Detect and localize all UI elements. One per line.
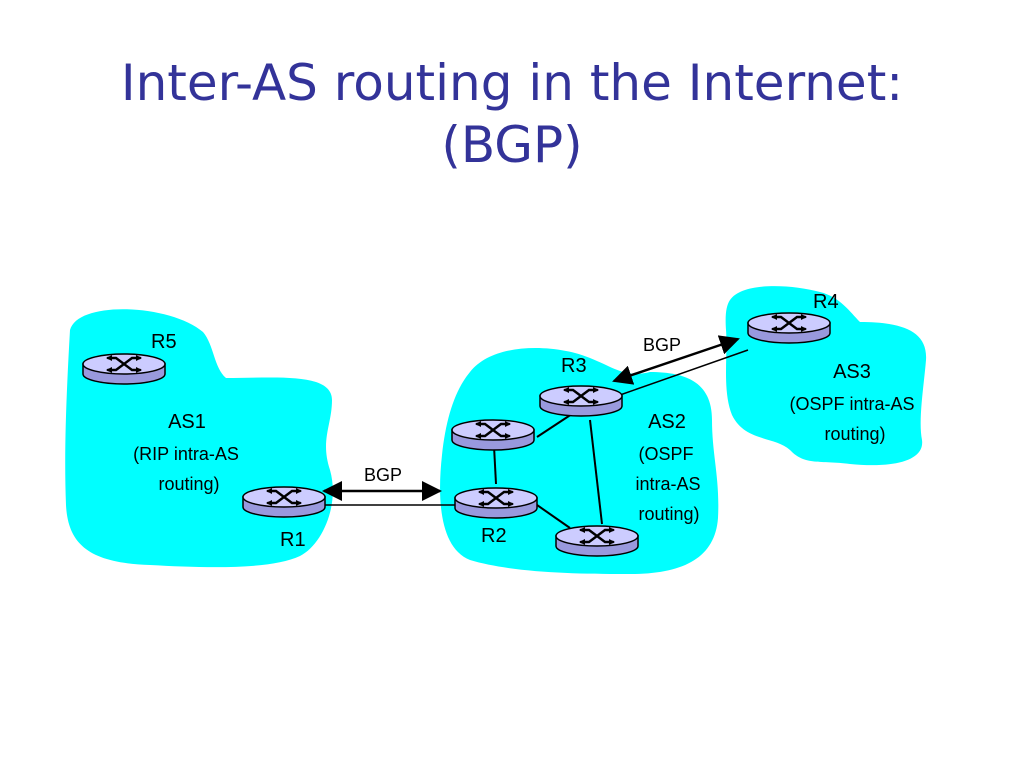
router-label-r5: R5 [151, 331, 177, 353]
as3-name: AS3 [833, 361, 871, 383]
title-line-2: (BGP) [441, 116, 583, 174]
router-label-r2: R2 [481, 525, 507, 547]
router-r4-icon [746, 311, 832, 345]
as2-protocol-line-1: (OSPF [638, 444, 693, 464]
bgp-label-r3-r4: BGP [643, 335, 681, 355]
bgp-link-r3-r4 [612, 335, 740, 385]
link-r2-as2bottom [536, 504, 571, 529]
router-r1-icon [241, 485, 327, 519]
as1-protocol-line-1: (RIP intra-AS [133, 444, 239, 464]
router-r3-icon [538, 384, 624, 418]
router-as2-bottom-icon [554, 524, 640, 558]
router-r5-icon [81, 352, 167, 386]
router-r2-icon [453, 486, 539, 520]
router-label-r1: R1 [280, 529, 306, 551]
slide-title: Inter-AS routing in the Internet: (BGP) [0, 52, 1024, 176]
as3-protocol-line-2: routing) [824, 424, 885, 444]
router-label-r3: R3 [561, 355, 587, 377]
title-line-1: Inter-AS routing in the Internet: [120, 54, 904, 112]
as2-protocol-line-2: intra-AS [635, 474, 700, 494]
bgp-link-r3-r4-lower [619, 349, 749, 396]
as3-protocol-line-1: (OSPF intra-AS [789, 394, 914, 414]
link-r3-as2bottom [589, 419, 603, 525]
router-label-r4: R4 [813, 291, 839, 313]
router-as2-left-icon [450, 418, 536, 452]
as1-protocol-line-2: routing) [158, 474, 219, 494]
as1-name: AS1 [168, 411, 206, 433]
as2-name: AS2 [648, 411, 686, 433]
link-as2left-r2 [493, 445, 497, 485]
as2-protocol-line-3: routing) [638, 504, 699, 524]
bgp-label-r1-r2: BGP [364, 465, 402, 485]
